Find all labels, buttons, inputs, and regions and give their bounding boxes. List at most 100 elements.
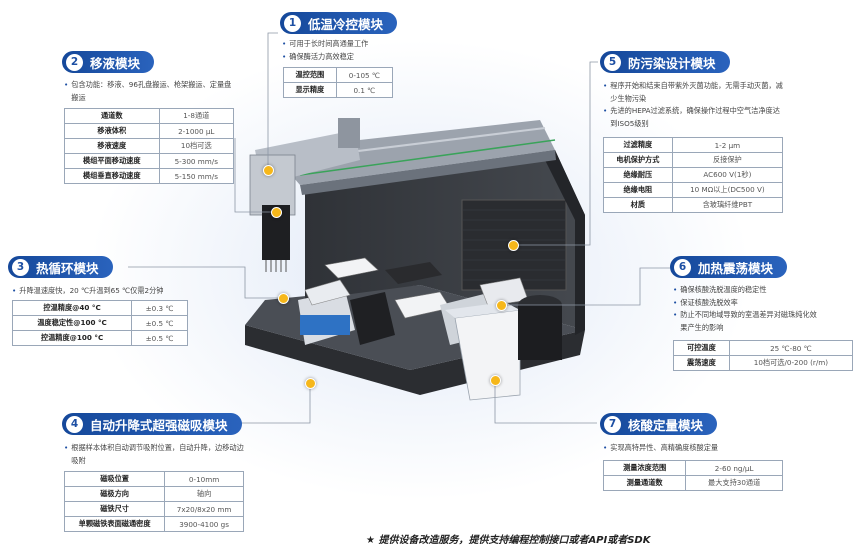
spec-value: 2-1000 μL <box>158 123 235 139</box>
spec-value: 最大支持30通道 <box>685 475 783 491</box>
marker-dot <box>490 375 501 386</box>
spec-value: 7x20/8x20 mm <box>164 501 244 517</box>
module-5-bullets: •程序开始和结束自带紫外灭菌功能，无需手动灭菌，减少生物污染 •先进的HEPA过… <box>603 80 783 130</box>
spec-value: 0-10mm <box>164 471 244 487</box>
spec-key: 震荡速度 <box>673 355 730 371</box>
module-5-title-text: 防污染设计模块 <box>628 55 716 71</box>
spec-key: 移液速度 <box>64 138 160 154</box>
marker-dot <box>271 207 282 218</box>
spec-key: 磁铁尺寸 <box>63 501 166 517</box>
spec-value: AC600 V(1秒) <box>671 167 784 183</box>
module-3-spec-table: 控温精度@40 °C±0.3 ℃ 温度稳定性@100 °C±0.5 ℃ 控温精度… <box>11 300 188 346</box>
spec-value: 10档可选/0-200 (r/m) <box>728 355 854 371</box>
spec-value: 3900-4100 gs <box>164 516 244 532</box>
spec-key: 通道数 <box>64 108 160 124</box>
module-3-title: 3 热循环模块 <box>8 256 113 278</box>
spec-value: 0.1 ℃ <box>335 82 394 98</box>
module-1-bullet: 可用于长时间高通量工作 <box>289 39 369 48</box>
spec-value: ±0.5 ℃ <box>131 315 188 331</box>
spec-key: 移液体积 <box>64 123 160 139</box>
module-4-title-text: 自动升降式超强磁吸模块 <box>90 417 228 433</box>
spec-key: 单颗磁铁表面磁通密度 <box>63 516 166 532</box>
spec-key: 模组垂直移动速度 <box>64 168 160 184</box>
spec-key: 绝缘耐压 <box>603 167 673 183</box>
marker-dot <box>278 293 289 304</box>
module-1-bullet: 确保酶活力高效稳定 <box>289 51 354 61</box>
module-4-bullets: •根据样本体积自动调节吸附位置，自动升降，边移动边吸附 <box>64 442 249 467</box>
spec-value: 25 ℃-80 ℃ <box>728 340 854 356</box>
spec-key: 过滤精度 <box>603 137 673 153</box>
spec-value: 10 MΩ以上(DC500 V) <box>671 182 784 198</box>
spec-value: 2-60 ng/μL <box>685 460 783 476</box>
spec-key: 显示精度 <box>283 82 337 98</box>
module-2-title-text: 移液模块 <box>90 55 141 71</box>
spec-value: 5-150 mm/s <box>158 168 235 184</box>
spec-key: 温度稳定性@100 °C <box>11 315 133 331</box>
spec-key: 测量浓度范围 <box>602 460 687 476</box>
module-7-title-text: 核酸定量模块 <box>628 417 704 433</box>
module-5-bullet: 先进的HEPA过滤系统，确保操作过程中空气洁净度达到ISO5级别 <box>610 106 780 128</box>
module-1-title: 1 低温冷控模块 <box>280 12 398 34</box>
spec-key: 磁极方向 <box>63 486 166 502</box>
spec-key: 可控温度 <box>673 340 730 356</box>
module-2-bullet: 包含功能：移液、96孔盘搬运、枪架搬运、定量盘搬运 <box>71 80 232 102</box>
spec-value: 0-105 ℃ <box>335 67 394 83</box>
module-6-bullet: 保证核酸洗脱效率 <box>680 297 738 307</box>
module-6-number: 6 <box>674 258 691 276</box>
footer-note: ★ 提供设备改造服务，提供支持编程控制接口或者API或者SDK <box>366 535 651 546</box>
spec-key: 模组平面移动速度 <box>64 153 160 169</box>
module-2-title: 2 移液模块 <box>62 51 155 73</box>
module-6-bullets: •确保核酸洗脱温度的稳定性 •保证核酸洗脱效率 •防止不同地域导致的室温差异对磁… <box>673 284 823 334</box>
marker-dot <box>263 165 274 176</box>
marker-dot <box>496 300 507 311</box>
spec-key: 测量通道数 <box>602 475 687 491</box>
module-2-bullets: •包含功能：移液、96孔盘搬运、枪架搬运、定量盘搬运 <box>64 79 234 104</box>
module-3-bullet: 升降温速度快，20 ℃升温到65 ℃仅需2分钟 <box>19 286 164 295</box>
module-1-number: 1 <box>284 14 301 32</box>
spec-value: 1-8通道 <box>158 108 235 124</box>
spec-key: 温控范围 <box>283 67 337 83</box>
module-1-bullets: •可用于长时间高通量工作 •确保酶活力高效稳定 <box>282 38 368 63</box>
marker-dot <box>305 378 316 389</box>
spec-value: ±0.3 ℃ <box>131 300 188 316</box>
spec-key: 控温精度@40 °C <box>11 300 133 316</box>
spec-value: 反接保护 <box>671 152 784 168</box>
spec-value: 10档可选 <box>158 138 235 154</box>
module-7-bullets: •实现高特异性、高精确度核酸定量 <box>603 442 803 455</box>
module-5-bullet: 程序开始和结束自带紫外灭菌功能，无需手动灭菌，减少生物污染 <box>610 81 783 103</box>
spec-key: 绝缘电阻 <box>603 182 673 198</box>
module-1-title-text: 低温冷控模块 <box>308 16 384 32</box>
module-6-bullet: 确保核酸洗脱温度的稳定性 <box>680 285 767 294</box>
module-6-title-text: 加热震荡模块 <box>698 260 774 276</box>
module-3-number: 3 <box>12 258 29 276</box>
spec-value: 5-300 mm/s <box>158 153 235 169</box>
spec-value: 轴向 <box>164 486 244 502</box>
module-4-number: 4 <box>66 415 83 433</box>
spec-value: 含玻璃纤维PBT <box>671 197 784 213</box>
module-3-title-text: 热循环模块 <box>36 260 99 276</box>
module-4-bullet: 根据样本体积自动调节吸附位置，自动升降，边移动边吸附 <box>71 443 244 465</box>
spec-value: 1-2 μm <box>671 137 784 153</box>
module-7-number: 7 <box>604 415 621 433</box>
module-6-title: 6 加热震荡模块 <box>670 256 788 278</box>
module-7-bullet: 实现高特异性、高精确度核酸定量 <box>610 443 719 452</box>
module-2-number: 2 <box>66 53 83 71</box>
module-6-bullet: 防止不同地域导致的室温差异对磁珠纯化效果产生的影响 <box>680 310 817 332</box>
spec-key: 磁吸位置 <box>63 471 166 487</box>
module-5-number: 5 <box>604 53 621 71</box>
marker-dot <box>508 240 519 251</box>
spec-key: 控温精度@100 °C <box>11 330 133 346</box>
spec-value: ±0.5 ℃ <box>131 330 188 346</box>
module-5-title: 5 防污染设计模块 <box>600 51 730 73</box>
module-7-title: 7 核酸定量模块 <box>600 413 718 435</box>
spec-key: 材质 <box>603 197 673 213</box>
spec-key: 电机保护方式 <box>603 152 673 168</box>
module-3-bullets: •升降温速度快，20 ℃升温到65 ℃仅需2分钟 <box>12 285 212 298</box>
